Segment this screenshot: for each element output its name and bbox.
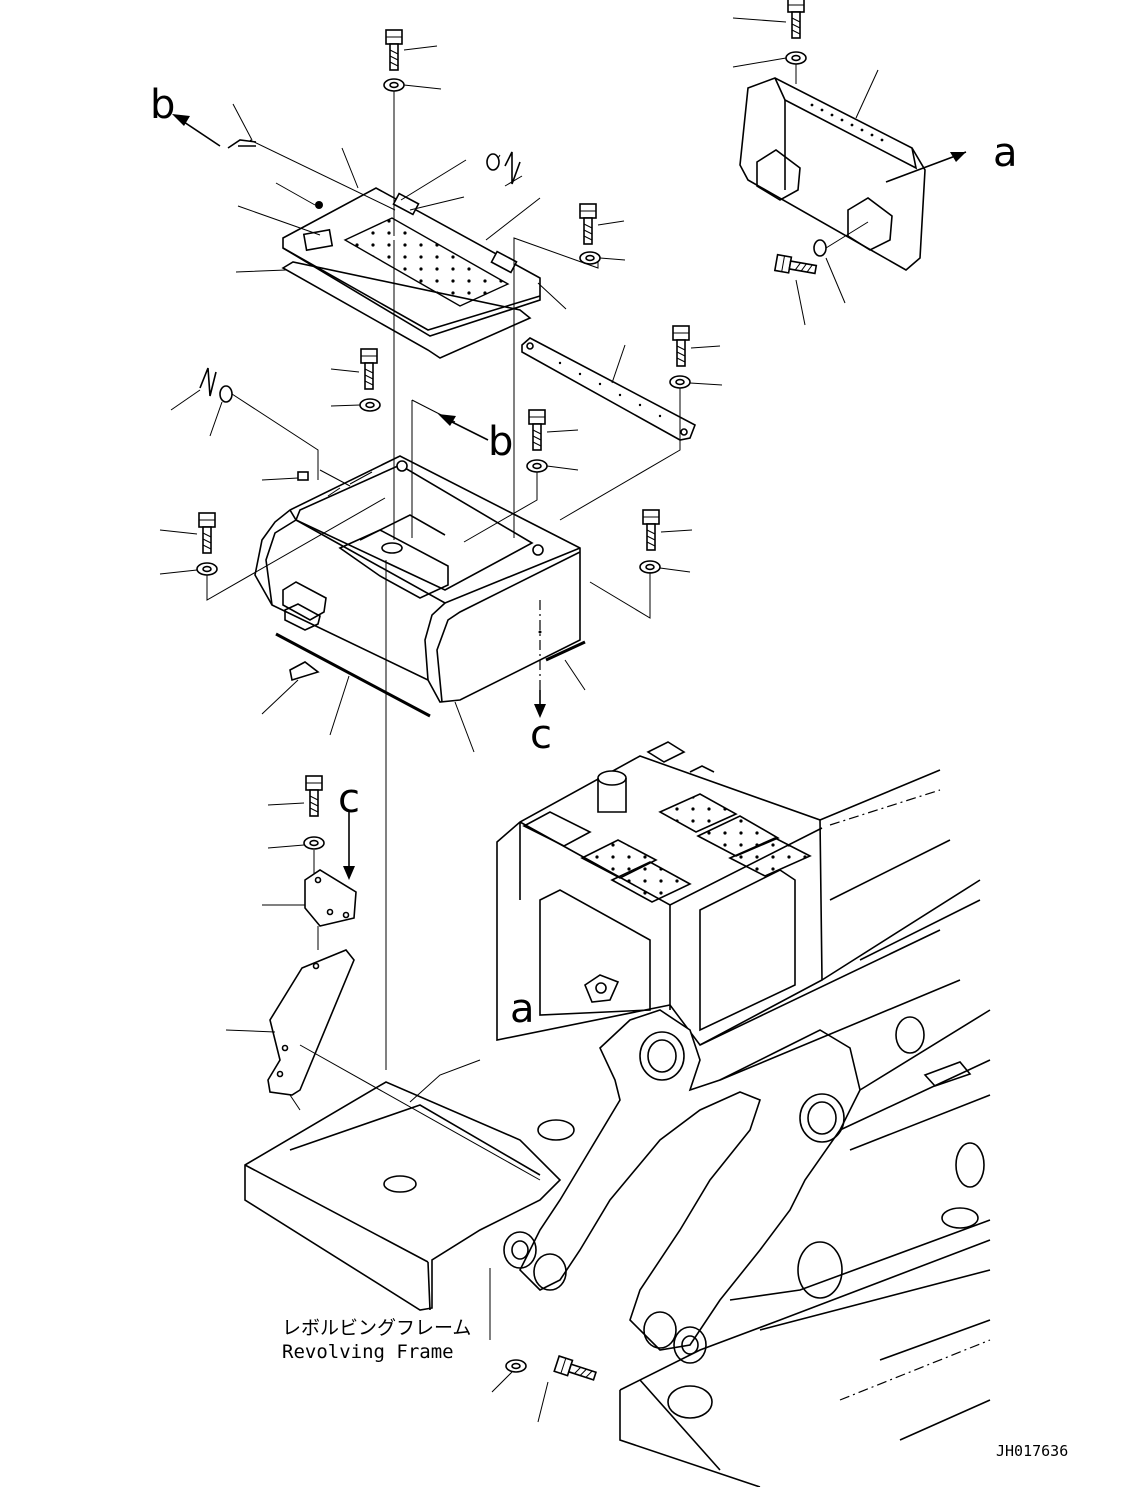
- assembly-lines: [206, 139, 681, 1070]
- view-letter-c-bracket: c: [338, 776, 360, 822]
- view-letters: b b a a c c: [150, 82, 1018, 1032]
- drawing-code: JH017636: [996, 1442, 1068, 1460]
- view-letter-b-mid: b: [488, 419, 513, 465]
- bolt-set-top: [383, 29, 626, 265]
- top-cover-assembly: [227, 103, 567, 359]
- support-brackets: [225, 775, 357, 1111]
- cover-box: [254, 455, 586, 753]
- side-cover-right: [732, 0, 967, 326]
- view-letter-a-frame: a: [510, 986, 535, 1032]
- frame-label-japanese: レボルビングフレーム: [282, 1317, 471, 1339]
- frame-label: レボルビングフレーム Revolving Frame: [282, 1317, 471, 1363]
- view-letter-a-right: a: [993, 130, 1018, 176]
- revolving-frame: [244, 741, 991, 1487]
- bolt-set-box: [159, 348, 693, 576]
- frame-label-english: Revolving Frame: [282, 1341, 454, 1363]
- view-letter-c-lower: c: [530, 712, 552, 758]
- view-letter-b-top: b: [150, 82, 175, 128]
- strap-plate: [521, 325, 723, 441]
